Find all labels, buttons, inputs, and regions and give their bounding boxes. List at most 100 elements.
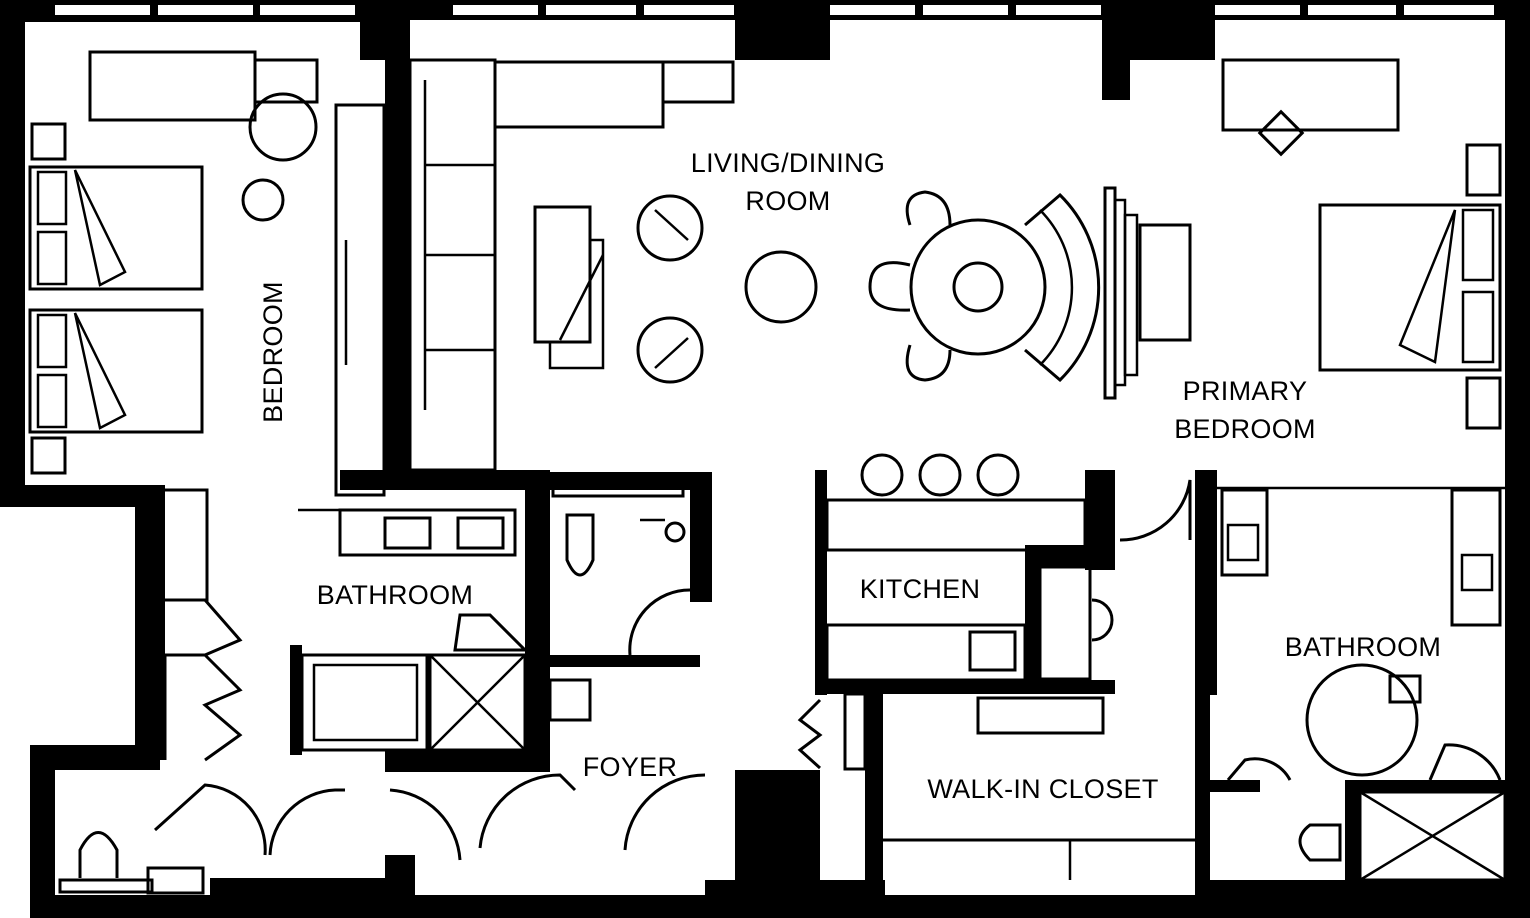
bedroom-bath-top-wall [340,470,550,490]
closet-bifold [797,698,823,770]
powder-door [628,588,691,656]
toilet-powder [565,513,595,577]
right-wall [1505,0,1530,918]
top-windows [55,5,1494,15]
pillow [36,373,68,429]
label-living-dining-2: ROOM [745,186,830,216]
twin-bed-2 [28,308,204,434]
bathroom-left-fixtures [300,508,529,752]
dining-table [909,218,1047,356]
primary-bath-left-wall [1195,470,1217,695]
shower-door [453,613,529,652]
pillow [36,230,68,286]
lounge-chair [636,194,704,262]
closet-west-wall [865,680,883,900]
banquette [408,58,497,472]
curved-banquette [1024,192,1101,383]
tv-cabinet [1138,223,1192,342]
left-wall-lower [30,745,55,918]
shower-door-primary [1428,743,1502,781]
nightstand-top [30,122,67,161]
bottom-pier-1 [385,855,415,918]
bath-left-wall [290,645,302,755]
powder-counter [551,482,685,498]
bar-stool [860,453,904,497]
round-tub [1305,663,1419,777]
vanity-right [1450,488,1502,627]
bar-stool [918,453,962,497]
dining-chair [905,190,952,226]
shower-divider [1345,780,1360,900]
kitchen-counter [825,623,1027,682]
shower-x [1359,790,1506,882]
desk-stool [1257,109,1305,157]
partition-panel-3 [1123,213,1139,377]
powder-top-wall [500,472,710,490]
dining-chair [905,344,952,382]
pier-2 [735,0,830,60]
label-foyer: FOYER [583,752,678,782]
closet-door-frame [843,692,867,771]
bath-bottom-wall [385,750,550,772]
sink-left [1226,523,1260,562]
bottom-wall-thick-1 [210,878,410,918]
primary-bedroom-furniture [1221,58,1502,430]
chair-detail [654,209,689,241]
desk [88,50,257,122]
bed-cover-fold [73,312,127,430]
primary-desk [1221,58,1400,132]
vanity-left [1220,488,1269,577]
kitchen-island [825,498,1087,552]
closet-shelf [1038,565,1092,681]
closet-fixtures [797,692,1195,880]
lounge-chair [636,316,704,384]
shower-x [429,654,526,751]
dining-chair [868,261,911,312]
kitchen-sink [968,630,1017,672]
primary-bath-door [1119,479,1192,542]
foyer-door-right [623,773,706,851]
bar-stool [976,453,1020,497]
vanity [338,508,517,557]
living-dining-furniture [408,58,1192,472]
partition-panel [1103,186,1117,400]
closet-top-wall [815,680,1115,694]
primary-bathroom-fixtures [1217,486,1507,882]
desk-return [253,58,319,104]
powder-right-wall [690,472,712,602]
label-primary-bedroom-2: BEDROOM [1174,414,1316,444]
primary-bath-lower-wall [1195,690,1210,900]
wardrobe [334,103,386,497]
tub-basin [312,663,419,742]
pillow [36,313,68,369]
round-chair [248,92,318,162]
left-wall-mid [135,485,165,760]
toilet-primary [1298,823,1342,862]
closet-fixture [1091,598,1114,642]
pillow [1461,208,1495,282]
nightstand-primary-top [1465,143,1502,197]
toilet-left [78,831,119,878]
nightstand-bottom [30,436,67,475]
label-bathroom-right: BATHROOM [1285,632,1441,662]
pillow [36,170,68,226]
label-bedroom: BEDROOM [258,281,288,423]
pillow [1461,290,1495,364]
side-table-round [744,250,818,324]
media-console-return [661,60,735,104]
bath-entry-door [389,788,462,861]
closet-left-wall [1025,545,1040,680]
twin-bed-1 [28,165,204,291]
bifold-door [162,598,243,657]
toilet-door [1226,757,1292,781]
coffee-table-fold [558,254,605,341]
bath-right-wall [525,490,550,770]
hall-closet [160,488,243,762]
kitchen-fixtures [825,453,1192,682]
powder-room [478,482,706,851]
foyer-door-left [478,773,577,849]
label-living-dining-1: LIVING/DINING [691,148,885,178]
wc-left [58,783,462,895]
